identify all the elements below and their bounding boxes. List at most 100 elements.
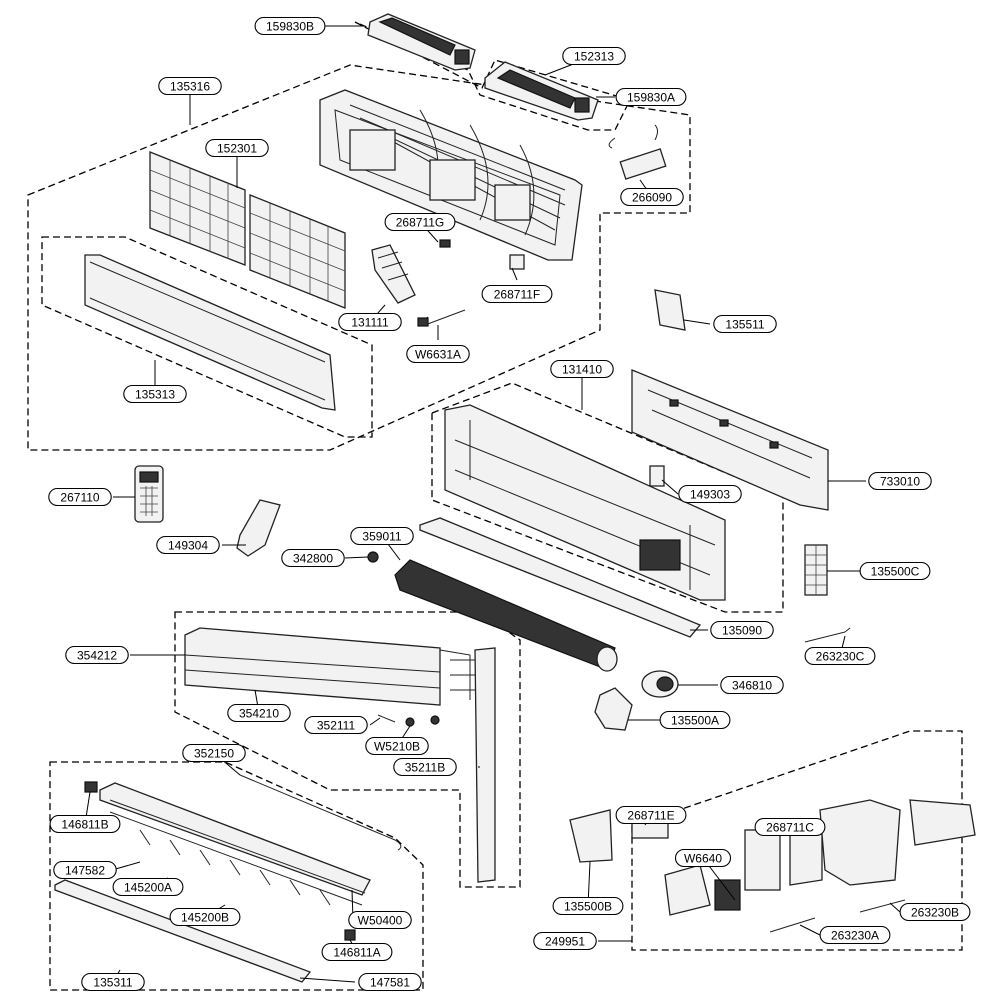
label-pill <box>53 860 117 880</box>
label-pill <box>348 910 412 930</box>
label-pill <box>112 877 184 897</box>
label-pill <box>227 703 291 723</box>
bearing-342800 <box>367 551 379 563</box>
label-text: 152313 <box>574 50 614 64</box>
parts <box>54 13 976 983</box>
label-text: 266090 <box>632 191 672 205</box>
part-label-145200a: 145200A <box>112 877 184 897</box>
drain-hose <box>239 774 402 851</box>
part-label-149304: 149304 <box>156 535 220 555</box>
label-text: 135311 <box>93 976 132 990</box>
part-label-135316: 135316 <box>158 76 222 96</box>
thermistor-c <box>804 627 851 643</box>
label-text: 35211B <box>405 761 445 775</box>
label-pill <box>899 902 971 922</box>
label-pill <box>720 675 784 695</box>
label-pill <box>562 46 626 66</box>
label-pill <box>158 76 222 96</box>
part-label-249951: 249951 <box>533 931 597 951</box>
part-label-146811b: 146811B <box>49 814 121 834</box>
motor-mount <box>594 687 633 731</box>
label-pill <box>710 620 774 640</box>
label-text: 268711C <box>766 821 814 835</box>
label-text: 131111 <box>351 316 389 330</box>
label-pill <box>859 561 931 581</box>
label-pill <box>49 814 121 834</box>
part-label-354210: 354210 <box>227 703 291 723</box>
label-text: 263230A <box>831 929 879 943</box>
louver-assembly <box>99 782 371 906</box>
label-text: 268711E <box>627 809 674 823</box>
label-text: 352150 <box>194 747 234 761</box>
front-panel-cover <box>319 89 583 261</box>
label-text: 346810 <box>732 679 772 693</box>
label-pill <box>754 817 826 837</box>
part-label-159830b: 159830B <box>254 16 326 36</box>
label-pill <box>819 925 891 945</box>
part-label-145200b: 145200B <box>169 907 241 927</box>
sensor-housing-a <box>484 61 599 121</box>
part-label-147581: 147581 <box>358 972 422 992</box>
label-pill <box>65 645 129 665</box>
chassis <box>444 404 726 601</box>
label-pill <box>182 743 246 763</box>
label-text: 249951 <box>545 935 585 949</box>
label-pill <box>620 187 684 207</box>
label-text: 342800 <box>293 552 333 566</box>
label-pill <box>868 471 932 491</box>
label-pill <box>350 526 414 546</box>
label-pill <box>321 942 393 962</box>
holder-149304 <box>236 499 281 557</box>
part-label-135311: 135311 <box>81 972 145 992</box>
part-label-135500a: 135500A <box>659 710 731 730</box>
label-pill <box>48 487 112 507</box>
label-text: W6640 <box>684 852 722 866</box>
label-text: 354212 <box>77 649 117 663</box>
label-text: 145200B <box>181 911 229 925</box>
label-text: 268711F <box>494 288 540 302</box>
label-text: 152301 <box>217 142 257 156</box>
part-label-135511: 135511 <box>713 314 777 334</box>
part-label-147582: 147582 <box>53 860 117 880</box>
part-label-35211b: 35211B <box>393 757 457 777</box>
label-text: 147582 <box>65 864 105 878</box>
label-text: 268711G <box>396 216 445 230</box>
part-label-159830a: 159830A <box>615 87 687 107</box>
label-text: 135500C <box>871 565 920 579</box>
label-pill <box>713 314 777 334</box>
label-text: 135090 <box>722 624 762 638</box>
part-label-w6640: W6640 <box>674 848 732 868</box>
label-pill <box>358 972 422 992</box>
label-text: 147581 <box>370 976 410 990</box>
label-pill <box>550 359 614 379</box>
label-pill <box>81 972 145 992</box>
part-label-135500b: 135500B <box>552 896 624 916</box>
label-text: 733010 <box>880 475 920 489</box>
label-text: 135500A <box>671 714 719 728</box>
pcb-f <box>509 254 525 270</box>
label-pill <box>393 757 457 777</box>
installation-plate <box>631 369 829 511</box>
label-pill <box>533 931 597 951</box>
part-label-267110: 267110 <box>48 487 112 507</box>
label-text: 145200A <box>124 881 172 895</box>
part-label-354212: 354212 <box>65 645 129 665</box>
part-label-263230c: 263230C <box>804 646 876 666</box>
part-label-135090: 135090 <box>710 620 774 640</box>
label-pill <box>304 715 368 735</box>
stepping-motor-b <box>84 781 98 793</box>
valve-cap-b <box>430 715 440 725</box>
label-pill <box>406 344 470 364</box>
cover-135500c <box>804 544 828 596</box>
label-text: 135511 <box>725 318 764 332</box>
label-text: 149303 <box>690 488 730 502</box>
drain-pan <box>419 517 702 638</box>
wire-harness-w6631a <box>417 309 466 327</box>
part-label-268711c: 268711C <box>754 817 826 837</box>
bracket-131111 <box>371 244 416 304</box>
label-text: 146811B <box>61 818 108 832</box>
part-label-146811a: 146811A <box>321 942 393 962</box>
part-label-342800: 342800 <box>281 548 345 568</box>
part-label-149303: 149303 <box>678 484 742 504</box>
